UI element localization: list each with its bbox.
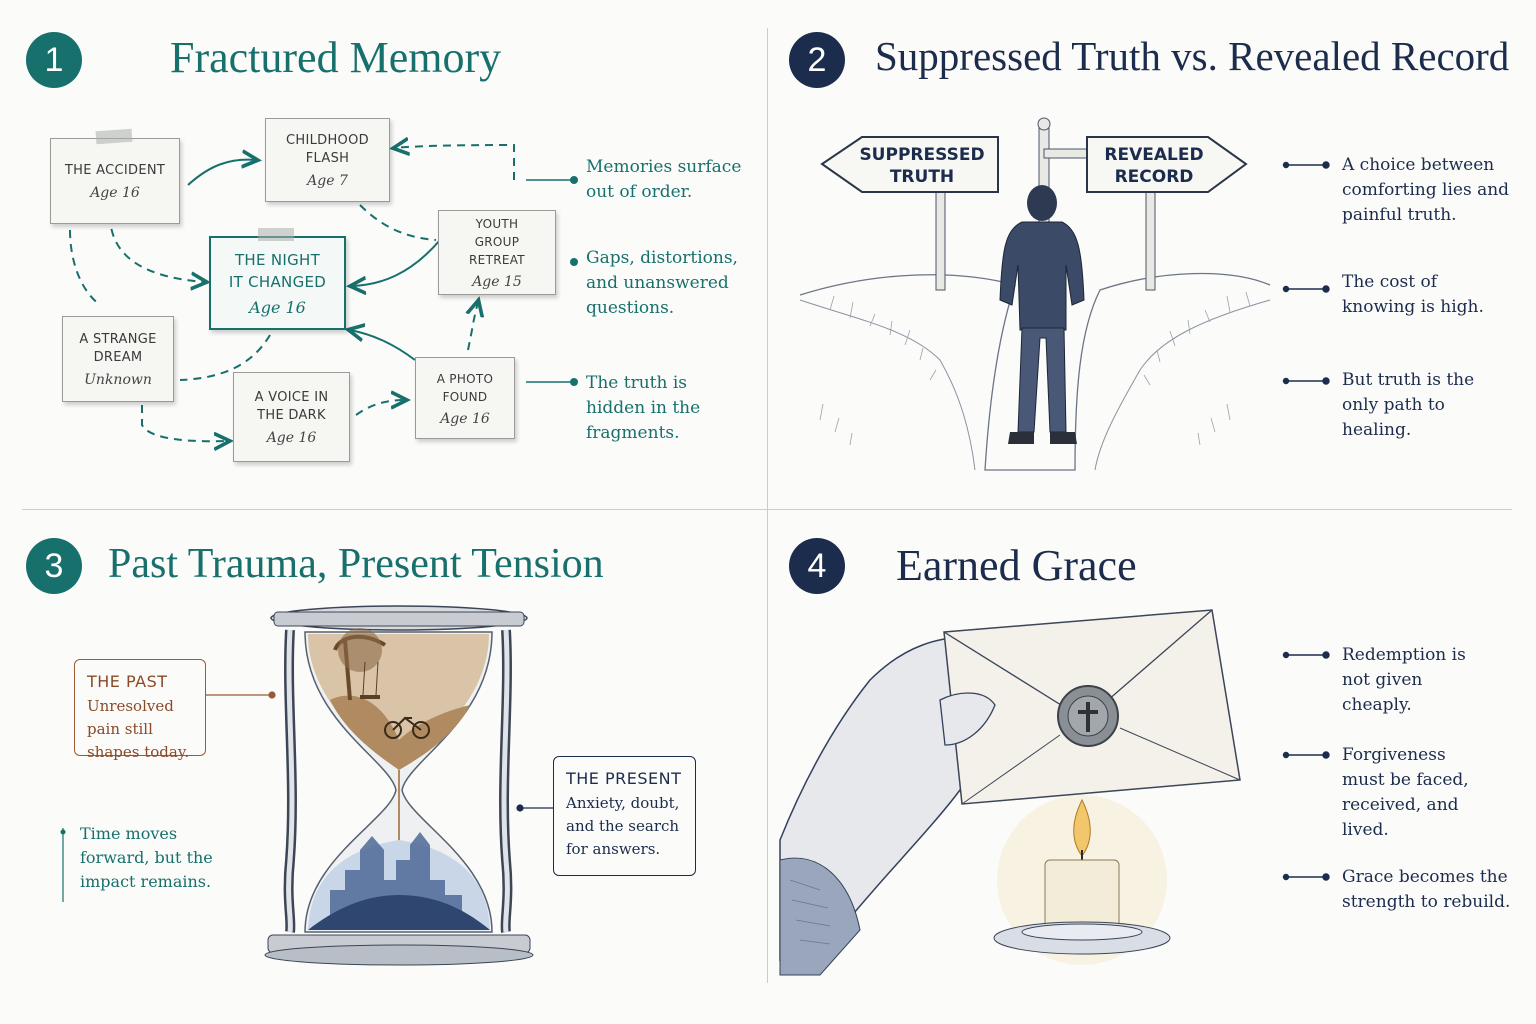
annotation-note: The truth is hidden in the fragments. [586,373,701,443]
sign-right-line1: REVEALED [1104,145,1203,165]
memory-card-age: Age 15 [472,274,522,290]
annotation-note: Redemption is not given cheaply. [1342,645,1466,715]
present-heading: THE PRESENT [566,769,682,788]
memory-card-age: Age 16 [266,429,317,446]
standing-figure [999,185,1085,444]
annotation-note: Memories surface out of order. [586,157,742,202]
memory-card-age: Age 7 [307,172,348,189]
memory-card-label: THE NIGHT IT CHANGED [228,251,327,291]
annotation-note: The cost of knowing is high. [1342,272,1484,317]
panel-title: Past Trauma, Present Tension [108,541,604,587]
annotation-note: Forgiveness must be faced, received, and… [1342,745,1469,840]
vertical-divider [767,28,768,983]
sign-left-line1: SUPPRESSED [859,145,984,165]
memory-card: A STRANGE DREAM Unknown [62,316,174,402]
memory-card-age: Unknown [84,371,152,388]
sign-left-line2: TRUTH [890,167,954,187]
hourglass-illustration [60,605,553,966]
panel-number-badge: 1 [26,32,82,88]
memory-card: YOUTH GROUP RETREAT Age 15 [438,210,556,295]
panel-title: Suppressed Truth vs. Revealed Record [875,33,1510,79]
memory-card-label: CHILDHOOD FLASH [286,132,369,166]
memory-card: A VOICE IN THE DARK Age 16 [233,372,350,462]
past-box: THE PAST Unresolved pain still shapes to… [74,659,206,761]
memory-card-age: Age 16 [440,410,490,427]
memory-card-highlighted: THE NIGHT IT CHANGED Age 16 [209,236,346,330]
present-box: THE PRESENT Anxiety, doubt, and the sear… [553,756,696,876]
memory-card-label: THE ACCIDENT [64,162,166,178]
crossroads-illustration: SUPPRESSED TRUTH REVEALED RECORD [799,117,1330,471]
panel-title: Fractured Memory [170,33,502,82]
panel-number-badge: 4 [789,538,845,594]
sign-right-line2: RECORD [1115,167,1194,187]
annotation-note: But truth is the only path to healing. [1342,370,1475,440]
panel-number-badge: 3 [26,538,82,594]
annotation-note: Time moves forward, but the impact remai… [80,824,213,891]
tape-strip [258,228,294,241]
memory-card-label: YOUTH GROUP RETREAT [469,217,525,267]
memory-card-age: Age 16 [249,298,306,317]
horizontal-divider [22,509,1512,510]
panel-title: Earned Grace [896,541,1137,590]
past-text: Unresolved pain still shapes today. [87,697,190,761]
memory-card: CHILDHOOD FLASH Age 7 [265,118,390,202]
past-heading: THE PAST [87,672,168,691]
annotation-note: Grace becomes the strength to rebuild. [1342,867,1511,912]
memory-card-age: Age 16 [90,184,140,201]
annotation-note: A choice between comforting lies and pai… [1342,155,1510,225]
memory-card-label: A STRANGE DREAM [79,331,157,365]
memory-card: A PHOTO FOUND Age 16 [415,357,515,439]
panel-number-badge: 2 [789,32,845,88]
annotation-note: Gaps, distortions, and unanswered questi… [586,248,738,318]
memory-connectors [69,0,578,509]
memory-card-label: A PHOTO FOUND [436,371,494,404]
memory-card-label: A VOICE IN THE DARK [254,389,329,423]
present-text: Anxiety, doubt, and the search for answe… [566,794,680,858]
